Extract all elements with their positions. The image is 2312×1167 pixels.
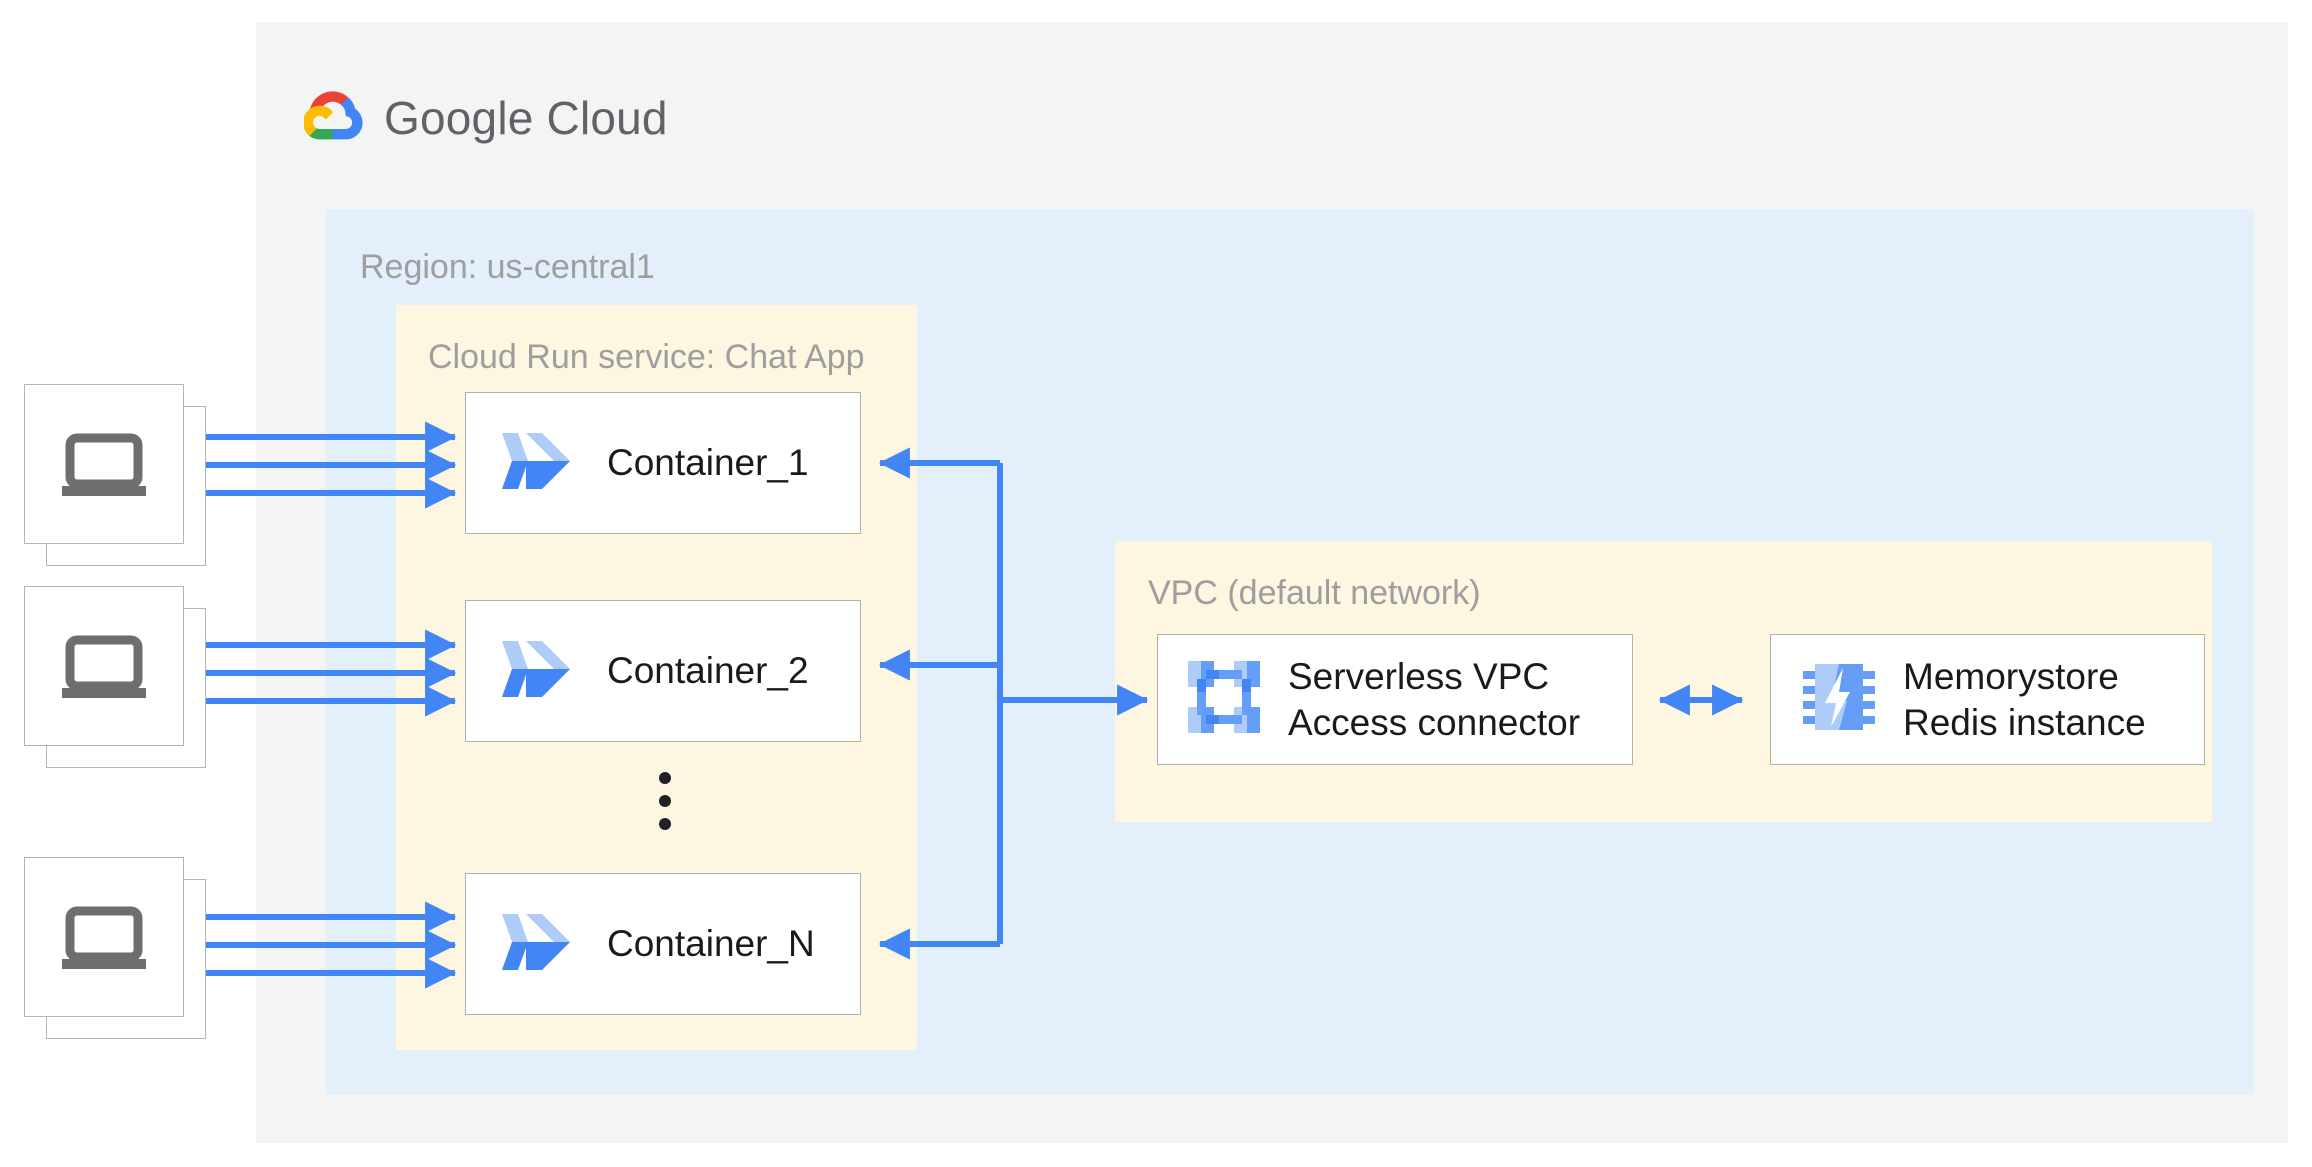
vertical-ellipsis-icon xyxy=(659,772,671,830)
vpc-node-label: Memorystore Redis instance xyxy=(1903,656,2146,743)
cloud-run-icon xyxy=(496,425,574,502)
laptop-icon xyxy=(24,384,184,544)
logo-word-google: Google xyxy=(384,91,534,144)
memorystore-redis-box: Memorystore Redis instance xyxy=(1770,634,2205,765)
client-stack-2 xyxy=(24,586,206,768)
vpc-node-label: Serverless VPC Access connector xyxy=(1288,656,1581,743)
google-cloud-wordmark: Google Cloud xyxy=(384,91,668,145)
logo-word-cloud: Cloud xyxy=(546,91,668,144)
container-box-2: Container_2 xyxy=(465,600,861,742)
client-card-front xyxy=(24,384,184,544)
memorystore-redis-icon xyxy=(1801,659,1877,740)
client-stack-3 xyxy=(24,857,206,1039)
cloud-run-icon xyxy=(496,906,574,983)
client-card-front xyxy=(24,857,184,1017)
cloud-run-panel-label: Cloud Run service: Chat App xyxy=(428,338,865,376)
laptop-icon xyxy=(24,857,184,1017)
container-label: Container_N xyxy=(607,923,815,965)
region-panel-label: Region: us-central1 xyxy=(360,248,655,286)
google-cloud-logo-icon xyxy=(302,90,366,145)
client-card-front xyxy=(24,586,184,746)
container-box-1: Container_1 xyxy=(465,392,861,534)
container-label: Container_1 xyxy=(607,442,809,484)
container-label: Container_2 xyxy=(607,650,809,692)
google-cloud-logo: Google Cloud xyxy=(302,90,668,145)
container-box-n: Container_N xyxy=(465,873,861,1015)
cloud-run-icon xyxy=(496,633,574,710)
serverless-vpc-access-connector-icon xyxy=(1186,659,1262,740)
serverless-vpc-access-connector-box: Serverless VPC Access connector xyxy=(1157,634,1633,765)
client-stack-1 xyxy=(24,384,206,566)
laptop-icon xyxy=(24,586,184,746)
vpc-panel-label: VPC (default network) xyxy=(1148,574,1481,612)
